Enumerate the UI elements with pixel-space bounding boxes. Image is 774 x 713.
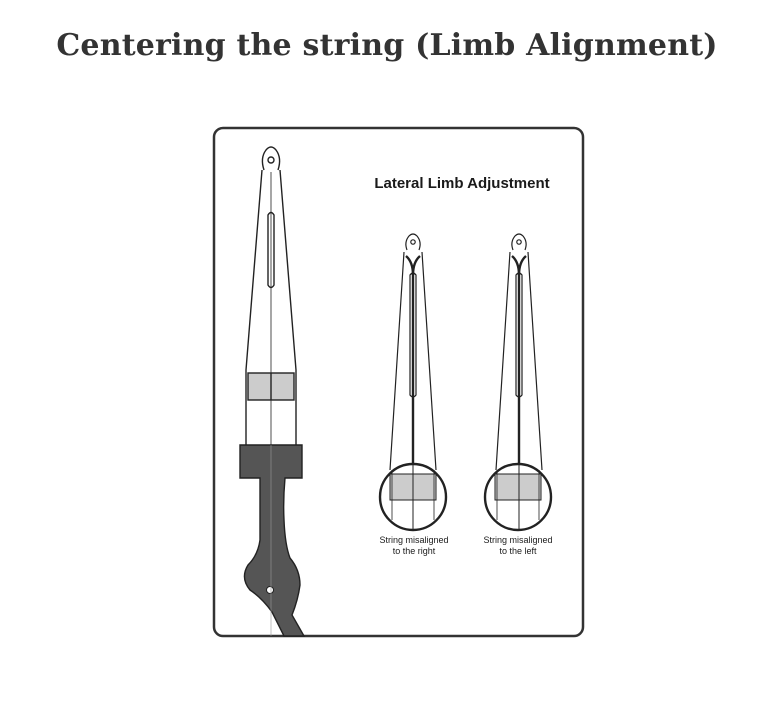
panel-right-limb: [389, 251, 437, 471]
panel-left-caption-line2: to the left: [499, 546, 537, 556]
large-limb-slot: [267, 211, 275, 289]
panel-left-misaligned: [483, 233, 553, 532]
diagram-heading: Lateral Limb Adjustment: [374, 175, 549, 192]
panel-left-caption-line1: String misaligned: [483, 535, 552, 545]
large-limb-body: [245, 169, 297, 445]
large-limb-tip: [261, 146, 281, 171]
riser-bolt: [266, 586, 274, 594]
page-title: Centering the string (Limb Alignment): [56, 28, 718, 63]
riser: [239, 444, 306, 637]
panel-right-caption-line2: to the right: [393, 546, 436, 556]
panel-left-limb: [495, 251, 543, 471]
panel-right-caption-line1: String misaligned: [379, 535, 448, 545]
panel-right-misaligned: [378, 233, 448, 532]
large-limb-illustration: [245, 146, 297, 445]
